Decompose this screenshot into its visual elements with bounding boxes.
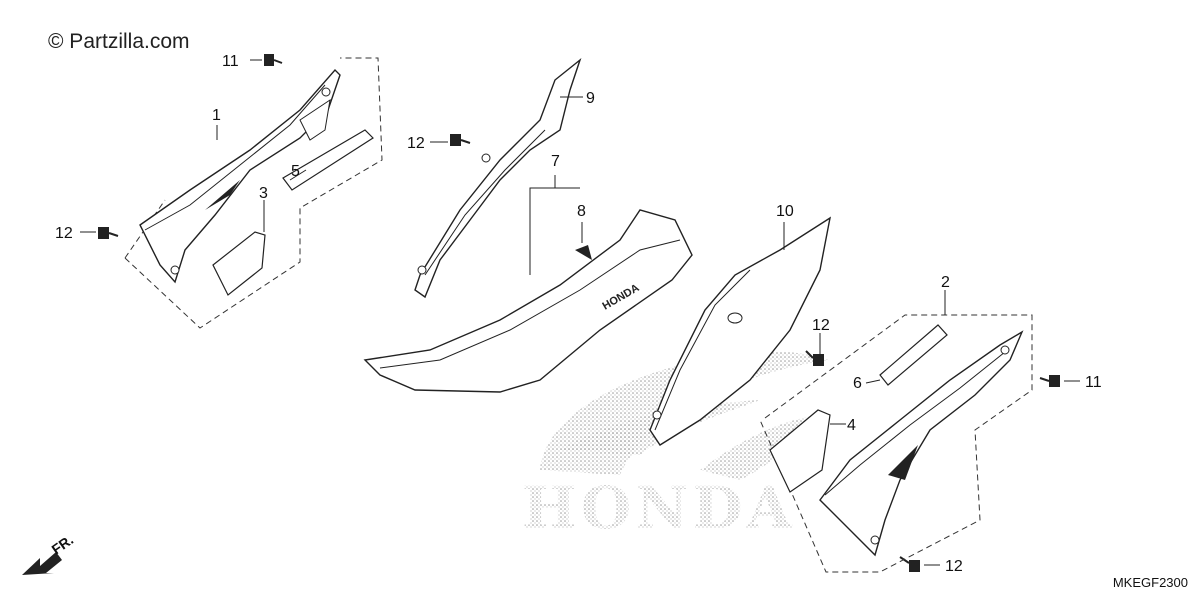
callout-11-right: 11: [1085, 374, 1102, 391]
bolt-icon: [805, 350, 824, 366]
rear-fender-part-9: [414, 57, 582, 299]
callout-12-top: 12: [407, 135, 425, 152]
callout-9: 9: [586, 90, 595, 107]
callout-10: 10: [776, 203, 794, 220]
left-strip-part-5: [282, 129, 374, 191]
callout-5: 5: [291, 163, 300, 180]
part-group-1-outline: [124, 57, 383, 329]
bolt-icon: [98, 227, 119, 239]
bolt-icon: [450, 134, 471, 146]
callout-12-left: 12: [55, 225, 73, 242]
part-group-2-outline: [759, 314, 1033, 573]
front-direction-arrow-icon: FR.: [22, 531, 76, 575]
callout-7: 7: [551, 153, 560, 170]
leader-lines: [80, 59, 1080, 566]
bolt-icon: [899, 556, 920, 572]
callout-6: 6: [853, 375, 862, 392]
bolt-icon: [264, 54, 283, 66]
left-shroud-part-1: [139, 68, 341, 284]
callout-12-mid: 12: [812, 317, 830, 334]
callout-2: 2: [941, 274, 950, 291]
callout-11-top: 11: [222, 53, 239, 70]
callout-12-bottom: 12: [945, 558, 963, 575]
callout-4: 4: [847, 417, 856, 434]
seat-part-7: HONDA: [363, 209, 693, 393]
callout-1: 1: [212, 107, 221, 124]
right-strip-part-6: [879, 324, 948, 386]
right-shroud-part-2: [819, 330, 1024, 557]
callout-3: 3: [259, 185, 268, 202]
right-side-cover-part-10: [649, 216, 831, 446]
honda-brand-watermark: HONDA: [522, 474, 796, 542]
bolt-icon: [1039, 375, 1060, 387]
diagram-code: MKEGF2300: [1112, 575, 1188, 590]
right-pad-part-4: [769, 409, 831, 493]
direction-label: FR.: [49, 531, 77, 557]
callout-8: 8: [577, 203, 586, 220]
copyright-watermark: © Partzilla.com: [48, 30, 190, 53]
left-pad-part-3: [212, 231, 266, 296]
